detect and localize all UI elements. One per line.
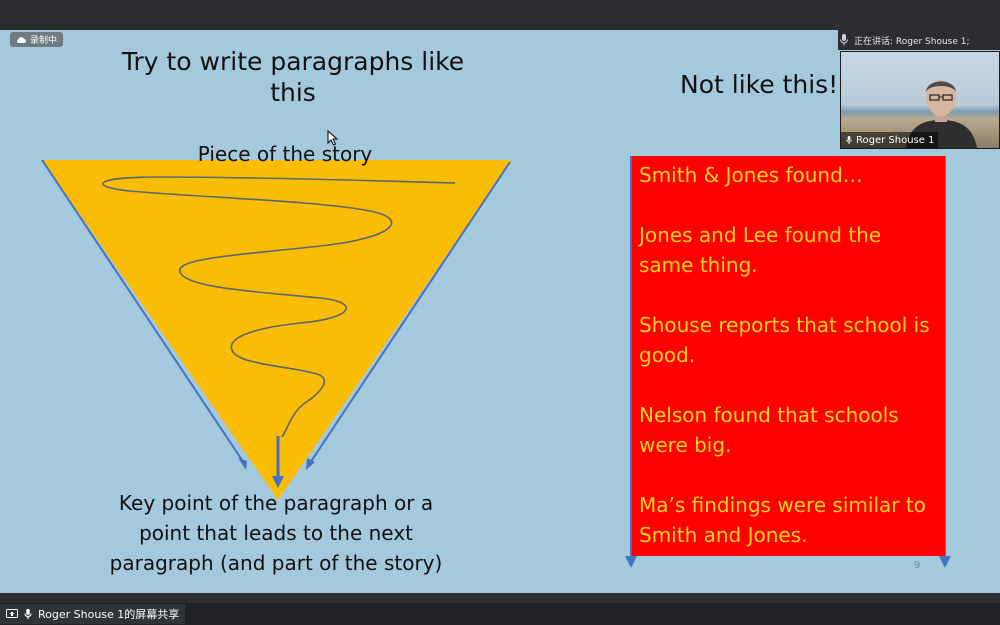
right-side-arrow bbox=[307, 161, 511, 467]
bad-example-box: Smith & Jones found… Jones and Lee found… bbox=[632, 156, 945, 556]
cloud-record-icon bbox=[17, 36, 26, 43]
participant-name-tag: Roger Shouse 1 bbox=[841, 132, 939, 148]
participant-video[interactable]: Roger Shouse 1 bbox=[840, 51, 1000, 149]
active-speaker-text: 正在讲话: Roger Shouse 1; bbox=[854, 36, 970, 47]
left-side-arrowhead bbox=[238, 458, 247, 470]
inverted-pyramid-diagram bbox=[41, 156, 951, 568]
slide-title-right: Not like this! bbox=[680, 70, 839, 99]
bad-example-line: Smith & Jones found… bbox=[639, 163, 863, 187]
bad-left-arrowhead bbox=[625, 556, 637, 568]
center-arrowhead bbox=[272, 476, 284, 488]
bad-example-line: Nelson found that schools were big. bbox=[639, 403, 899, 457]
slide-page-number: 9 bbox=[914, 560, 921, 571]
screen-share-label: Roger Shouse 1的屏幕共享 bbox=[38, 608, 180, 621]
mouse-cursor-icon bbox=[327, 130, 339, 146]
bad-example-line: Ma’s findings were similar to Smith and … bbox=[639, 493, 926, 547]
meeting-bottom-bar: Roger Shouse 1的屏幕共享 bbox=[0, 603, 1000, 625]
bad-example-line: Shouse reports that school is good. bbox=[639, 313, 930, 367]
participant-name: Roger Shouse 1 bbox=[856, 134, 935, 146]
active-speaker-bar: 正在讲话: Roger Shouse 1; bbox=[838, 30, 1000, 50]
screen-share-indicator[interactable]: Roger Shouse 1的屏幕共享 bbox=[0, 604, 186, 624]
meeting-top-bar bbox=[0, 0, 1000, 30]
right-side-arrowhead bbox=[306, 458, 315, 470]
recording-label: 录制中 bbox=[30, 36, 58, 46]
winding-story-line bbox=[102, 176, 456, 438]
bad-right-arrowhead bbox=[939, 556, 951, 568]
recording-badge[interactable]: 录制中 bbox=[10, 32, 64, 47]
triangle-bottom-label: Key point of the paragraph or a point th… bbox=[109, 491, 443, 575]
triangle-top-label: Piece of the story bbox=[197, 142, 373, 166]
inverted-triangle bbox=[42, 160, 512, 500]
bad-example-line: Jones and Lee found the same thing. bbox=[639, 223, 882, 277]
microphone-icon bbox=[840, 34, 848, 46]
slide-title-left: Try to write paragraphs like this bbox=[121, 47, 465, 107]
left-side-arrow bbox=[41, 159, 247, 467]
microphone-icon bbox=[24, 608, 32, 620]
microphone-icon bbox=[846, 136, 852, 144]
screen-share-icon bbox=[6, 609, 18, 618]
shared-slide: 录制中 Try to write paragraphs like this No… bbox=[0, 30, 1000, 593]
